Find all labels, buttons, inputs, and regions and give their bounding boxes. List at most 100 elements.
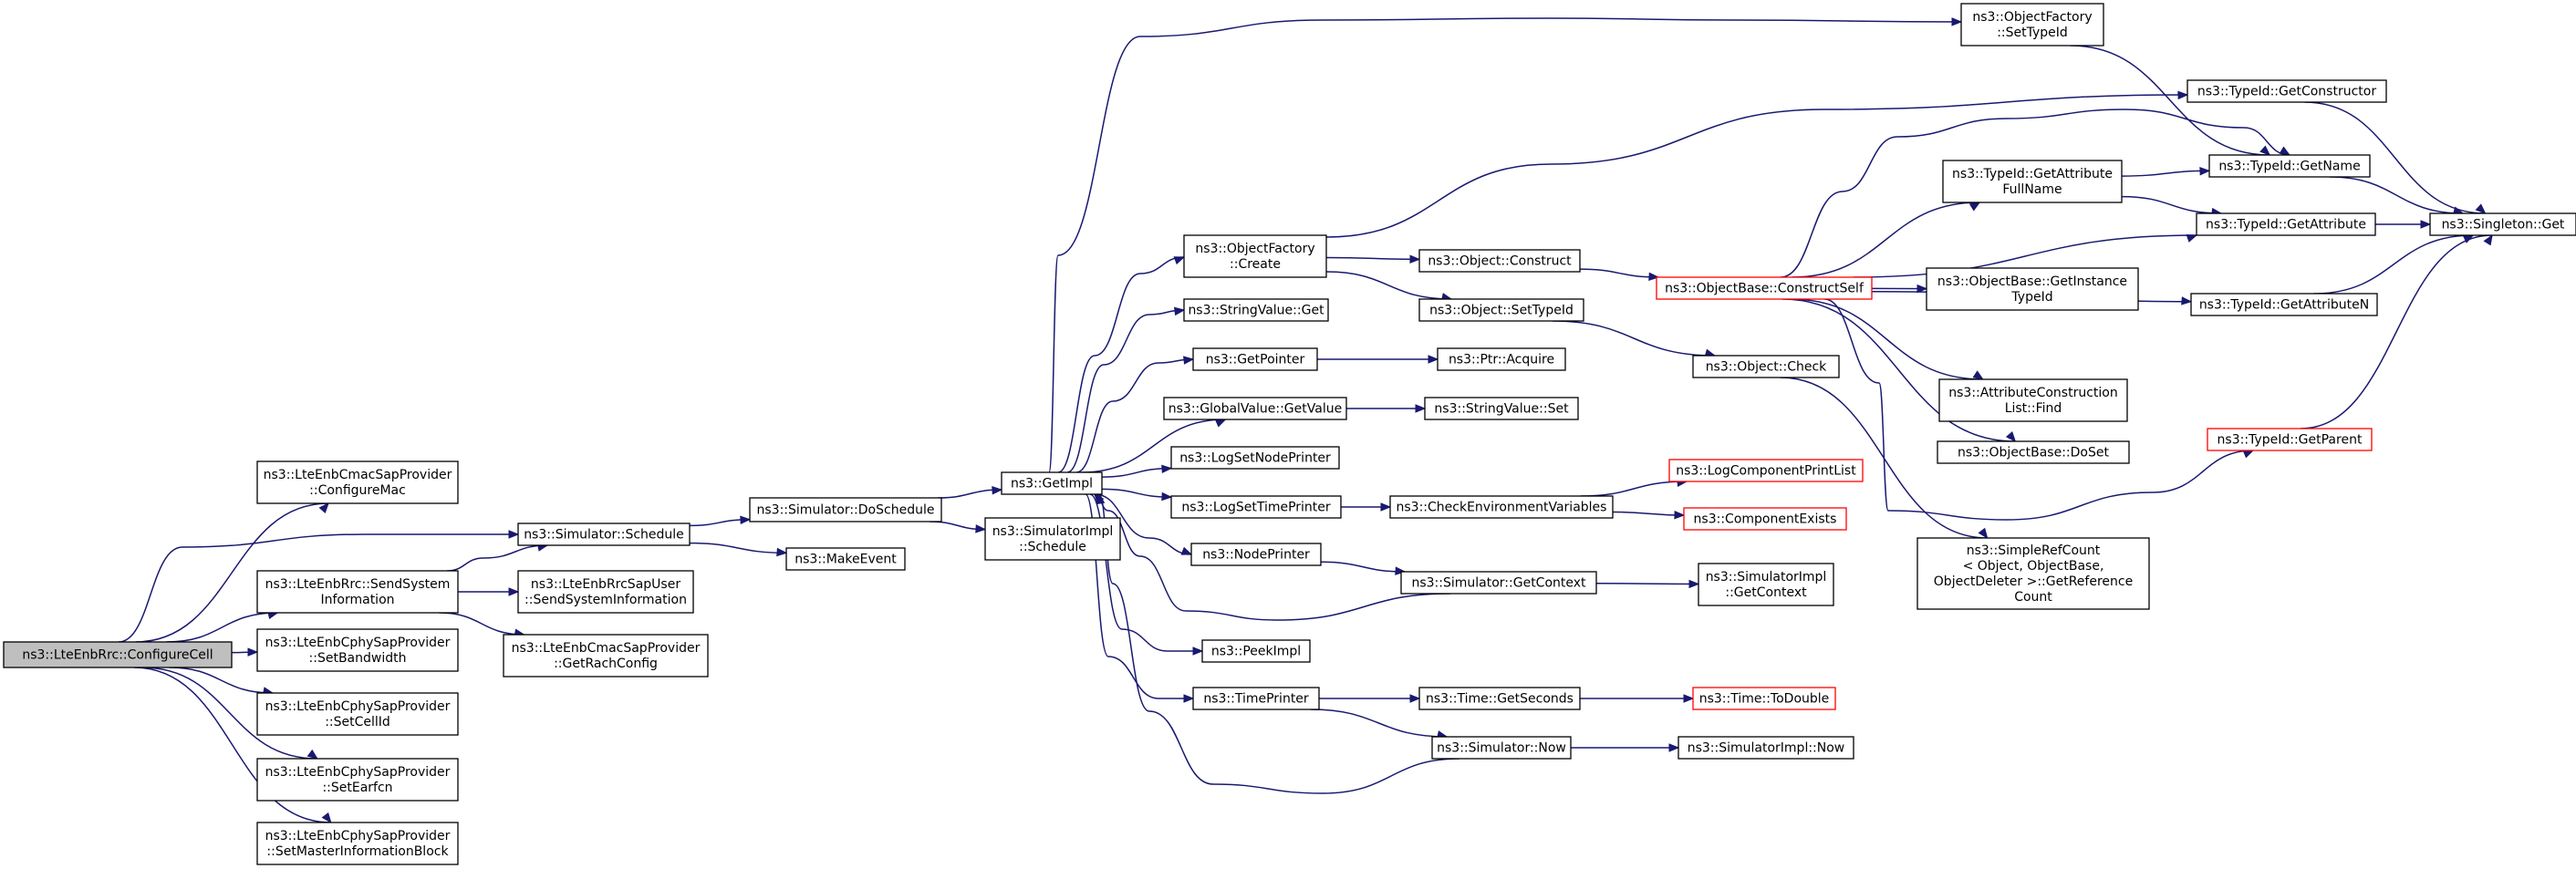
node-nodeprinter[interactable]: ns3::NodePrinter [1190,543,1322,566]
node-label: ns3::TimePrinter [1203,692,1309,707]
node-box [1656,276,1873,300]
node-strval_get[interactable]: ns3::StringValue::Get [1183,298,1329,322]
node-checkenv[interactable]: ns3::CheckEnvironmentVariables [1389,495,1614,519]
node-tid_getctor[interactable]: ns3::TypeId::GetConstructor [2186,79,2387,103]
edge-line [1595,582,1699,585]
node-box [1201,639,1311,663]
node-of_settypeid[interactable]: ns3::ObjectFactory::SetTypeId [1960,3,2104,47]
edge-line [1325,256,1420,261]
edge-arrowhead [321,812,332,824]
node-getpointer[interactable]: ns3::GetPointer [1192,347,1318,371]
edge-line [689,542,787,554]
node-ob_doset[interactable]: ns3::ObjectBase::DoSet [1937,440,2130,464]
node-sim_now[interactable]: ns3::Simulator::Now [1431,736,1572,760]
node-compexists[interactable]: ns3::ComponentExists [1683,507,1847,531]
node-singleton_get[interactable]: ns3::Singleton::Get [2429,212,2576,236]
node-simimpl_sched[interactable]: ns3::SimulatorImpl::Schedule [984,517,1121,561]
node-ptr_acquire[interactable]: ns3::Ptr::Acquire [1437,347,1566,371]
node-root[interactable]: ns3::LteEnbRrc::ConfigureCell [3,641,233,668]
node-strval_set[interactable]: ns3::StringValue::Set [1424,397,1579,420]
edge-arrowhead [1688,579,1700,589]
node-cmac_configure[interactable]: ns3::LteEnbCmacSapProvider::ConfigureMac [256,460,459,504]
node-box [2208,154,2371,178]
node-box [785,547,906,571]
node-tid_getattr[interactable]: ns3::TypeId::GetAttribute [2196,212,2376,236]
node-getimpl[interactable]: ns3::GetImpl [1001,471,1103,495]
node-cphy_earfcn[interactable]: ns3::LteEnbCphySapProvider::SetEarfcn [256,758,459,802]
edge-line [1101,488,1172,498]
node-label: ::SetTypeId [1997,26,2068,40]
node-box [1683,507,1847,531]
edge-arrowhead [1096,492,1106,505]
edge-of_create-to-obj_construct [1325,254,1421,264]
node-label: ns3::LogComponentPrintList [1676,464,1856,479]
node-obj_construct[interactable]: ns3::Object::Construct [1418,249,1581,273]
node-sim_dosched[interactable]: ns3::Simulator::DoSchedule [749,497,942,522]
node-logsetnode[interactable]: ns3::LogSetNodePrinter [1170,446,1340,470]
node-label: ns3::LogSetTimePrinter [1181,501,1331,515]
node-box [1418,687,1581,710]
node-cmac_rach[interactable]: ns3::LteEnbCmacSapProvider::GetRachConfi… [503,634,709,678]
edge-sim_dosched-to-simimpl_sched [930,521,987,533]
edge-line [141,667,317,760]
node-logcomp[interactable]: ns3::LogComponentPrintList [1668,459,1864,482]
edge-line [1094,493,1451,621]
edge-line [1098,493,1460,794]
node-sim_getctx[interactable]: ns3::Simulator::GetContext [1400,571,1597,595]
node-simimpl_getctx[interactable]: ns3::SimulatorImpl::GetContext [1698,563,1834,606]
node-box [1678,736,1854,760]
node-label: ns3::Object::Check [1706,360,1827,375]
edge-root-to-cphy_earfcn [141,667,318,760]
edge-arrowhead [1683,694,1695,703]
node-ob_constructself[interactable]: ns3::ObjectBase::ConstructSelf [1656,276,1873,300]
edge-line [2329,176,2464,214]
node-tid_getattrn[interactable]: ns3::TypeId::GetAttributeN [2190,293,2378,316]
edge-getimpl-to-of_settypeid [1048,17,1963,473]
edge-ob_constructself-to-tid_getname [1780,109,2291,278]
edge-arrowhead [1916,284,1928,294]
node-obj_settypeid[interactable]: ns3::Object::SetTypeId [1418,298,1584,322]
edge-arrowhead [2199,167,2211,176]
node-time_getsec[interactable]: ns3::Time::GetSeconds [1418,687,1581,710]
node-label: TypeId [2010,290,2052,305]
node-simimpl_now[interactable]: ns3::SimulatorImpl::Now [1678,736,1854,760]
edge-arrowhead [1380,502,1392,512]
node-label: ns3::Time::ToDouble [1699,692,1830,707]
edge-line [1580,481,1688,497]
edge-line [1780,109,2290,278]
node-logsettime[interactable]: ns3::LogSetTimePrinter [1170,495,1342,519]
node-timeprinter[interactable]: ns3::TimePrinter [1192,687,1320,710]
node-gv_getvalue[interactable]: ns3::GlobalValue::GetValue [1163,397,1347,420]
node-sim_schedule[interactable]: ns3::Simulator::Schedule [517,522,691,546]
edge-time_getsec-to-todouble [1580,694,1695,703]
node-label: ns3::MakeEvent [795,553,897,567]
node-cphy_bw[interactable]: ns3::LteEnbCphySapProvider::SetBandwidth [256,628,459,672]
node-obj_check[interactable]: ns3::Object::Check [1692,355,1840,378]
node-cphy_mib[interactable]: ns3::LteEnbCphySapProvider::SetMasterInf… [256,822,459,865]
edge-of_settypeid-to-tid_getname [2070,45,2271,156]
edge-obj_settypeid-to-obj_check [1553,320,1717,357]
node-label: ns3::Ptr::Acquire [1449,353,1554,367]
edge-arrowhead [2475,203,2487,214]
node-simplerefcount[interactable]: ns3::SimpleRefCount< Object, ObjectBase,… [1916,537,2150,610]
node-peekimpl[interactable]: ns3::PeekImpl [1201,639,1311,663]
node-todouble[interactable]: ns3::Time::ToDouble [1692,687,1836,710]
node-of_create[interactable]: ns3::ObjectFactory::Create [1183,234,1327,278]
edge-getimpl-to-logsetnode [1101,464,1173,478]
node-box [1937,440,2130,464]
node-makeevent[interactable]: ns3::MakeEvent [785,547,906,571]
node-cphy_cellid[interactable]: ns3::LteEnbCphySapProvider::SetCellId [256,692,459,736]
edge-getimpl-to-of_create [1057,256,1186,473]
node-rrcsap_sendsys[interactable]: ns3::LteEnbRrcSapUser::SendSystemInforma… [517,570,694,614]
edge-getimpl-to-getpointer [1075,356,1195,473]
node-tid_getname[interactable]: ns3::TypeId::GetName [2208,154,2371,178]
function-nodes: ns3::LteEnbRrc::ConfigureCellns3::LteEnb… [3,3,2576,865]
node-rrc_sendsys[interactable]: ns3::LteEnbRrc::SendSystemInformation [256,570,459,614]
node-label: ns3::LogSetNodePrinter [1179,451,1331,466]
node-tid_getparent[interactable]: ns3::TypeId::GetParent [2207,428,2373,451]
edge-arrowhead [2483,233,2493,246]
edge-line [1310,709,1448,738]
